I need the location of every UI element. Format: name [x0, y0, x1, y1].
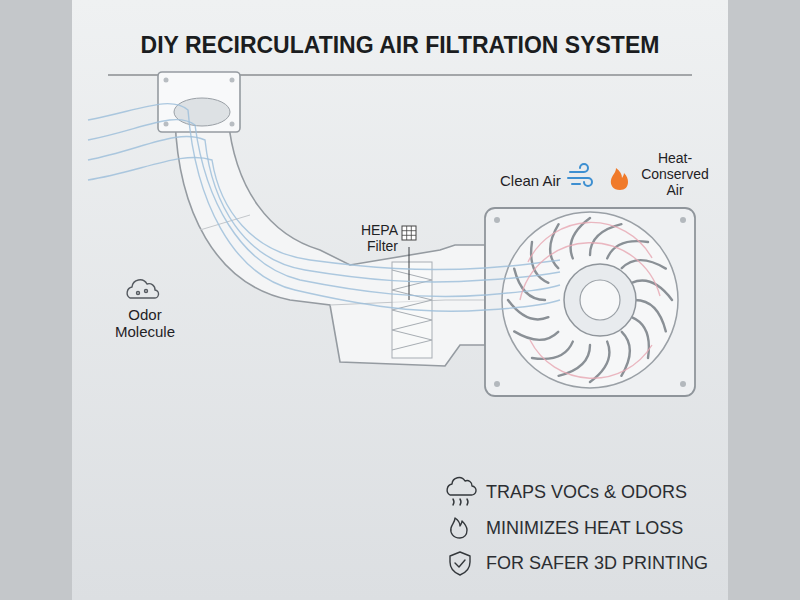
- flow-label: Heat-Conserved Air: [634, 150, 716, 198]
- bolt-hole: [164, 122, 169, 127]
- label-holder: Odor Molecule: [106, 306, 184, 341]
- leader-line: [409, 247, 410, 300]
- feature-item: FOR SAFER 3D PRINTING: [486, 553, 708, 574]
- part-label: Odor Molecule: [106, 306, 184, 341]
- flame-icon: [611, 168, 628, 190]
- feature-icons: [447, 478, 476, 575]
- fan-hub: [564, 264, 636, 336]
- duct: [175, 118, 485, 366]
- bolt-hole: [494, 217, 500, 223]
- wind-line: [570, 164, 588, 172]
- part-label: HEPA Filter: [352, 222, 398, 254]
- airflow-line: [88, 137, 560, 282]
- title-holder: DIY RECIRCULATING AIR FILTRATION SYSTEM: [0, 32, 800, 58]
- shield-check: [455, 560, 465, 567]
- airflow: [88, 104, 560, 312]
- airflow-line: [88, 104, 560, 312]
- feature-item: MINIMIZES HEAT LOSS: [486, 518, 683, 539]
- fan-hub-inner: [580, 280, 620, 320]
- label-holder: MINIMIZES HEAT LOSS: [486, 518, 683, 539]
- molecule-dot: [137, 292, 140, 295]
- odor-icon: [127, 280, 158, 298]
- warm-airflow-line: [520, 243, 660, 300]
- label-holder: TRAPS VOCs & ODORS: [486, 482, 687, 503]
- wind-line: [572, 183, 580, 185]
- bolt-hole: [230, 78, 235, 83]
- airflow-line: [88, 157, 560, 269]
- duct-seam: [200, 215, 250, 230]
- bolt-hole: [230, 122, 235, 127]
- grid-icon: [402, 226, 416, 240]
- shield-icon: [450, 552, 470, 575]
- fan-housing: [485, 208, 695, 396]
- label-holder: FOR SAFER 3D PRINTING: [486, 553, 708, 574]
- wind-line: [568, 178, 592, 186]
- molecule-dot: [145, 290, 148, 293]
- grid-lines: [402, 226, 416, 240]
- warm-airflow: [520, 222, 660, 378]
- bolt-hole: [680, 381, 686, 387]
- heat-icon: [451, 518, 467, 538]
- voc-icon: [447, 478, 476, 495]
- warm-airflow-line: [530, 340, 652, 378]
- fan-blades: [508, 218, 672, 382]
- airflow-line: [88, 120, 560, 297]
- voc-icon-waves: [453, 499, 468, 505]
- impeller-ring: [502, 212, 678, 388]
- bolt-hole: [494, 381, 500, 387]
- label-holder: HEPA Filter: [352, 222, 398, 254]
- flange: [158, 72, 240, 132]
- bolt-hole: [680, 217, 686, 223]
- feature-item: TRAPS VOCs & ODORS: [486, 482, 687, 503]
- flow-label: Clean Air: [500, 172, 561, 189]
- cloud-symbol: [127, 280, 158, 298]
- panel: [72, 0, 728, 600]
- flange-opening: [174, 98, 230, 126]
- bolt-hole: [164, 78, 169, 83]
- grid-symbol: [402, 226, 416, 240]
- impeller: [508, 218, 672, 382]
- title: DIY RECIRCULATING AIR FILTRATION SYSTEM: [141, 32, 660, 58]
- label-holder: Heat-Conserved Air: [634, 150, 716, 198]
- label-holder: Clean Air: [500, 172, 561, 189]
- wind-icon: [568, 164, 592, 186]
